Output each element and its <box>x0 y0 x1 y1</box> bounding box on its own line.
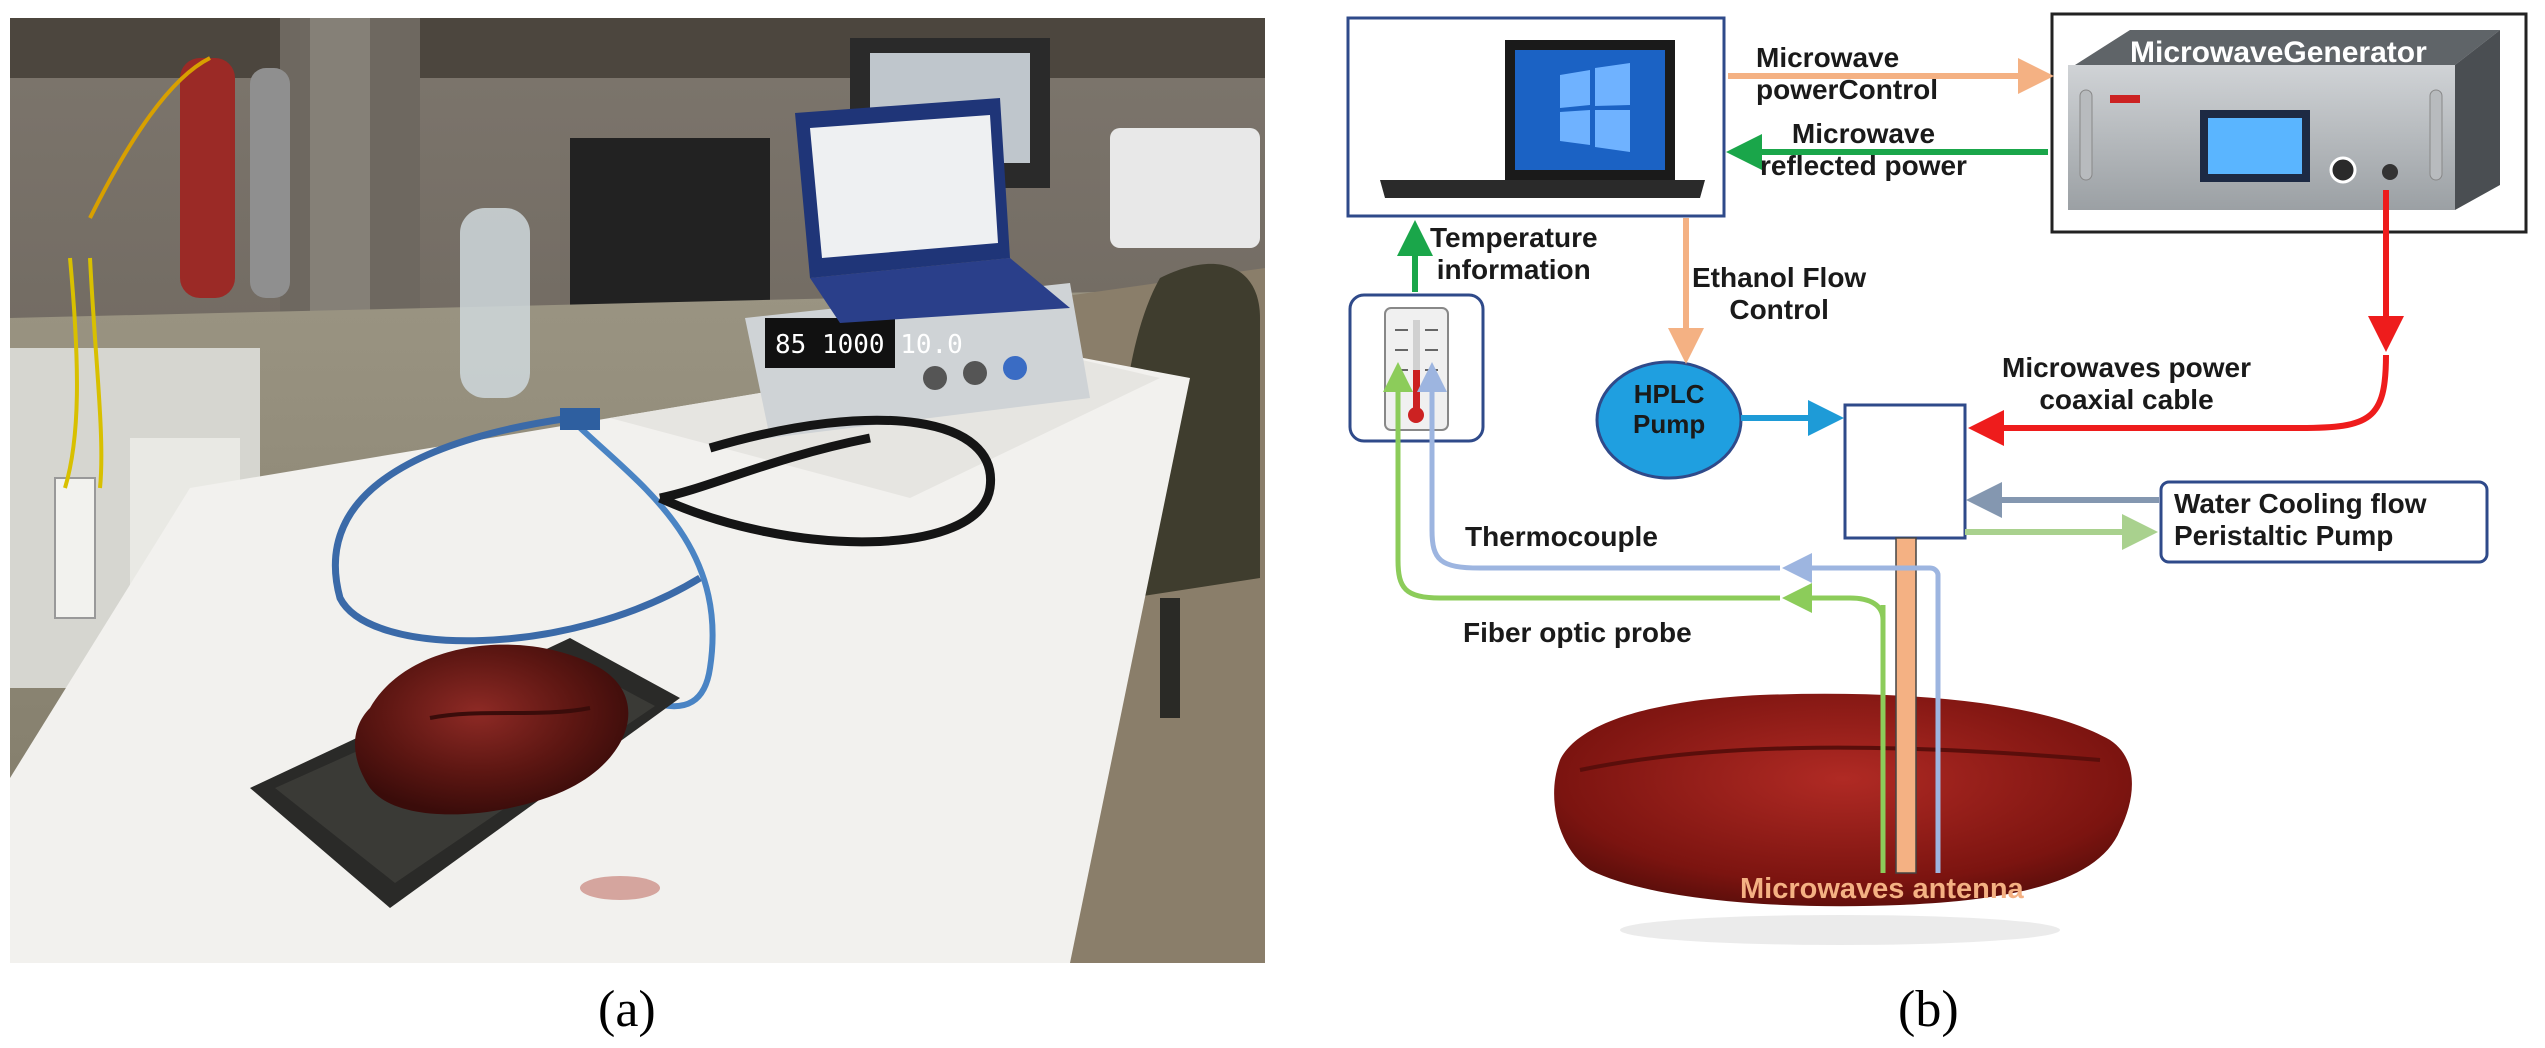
blue-cable <box>331 414 702 645</box>
label-power-control: Microwave powerControl <box>1756 42 1938 106</box>
panel-a-caption: (a) <box>598 981 656 1038</box>
glass-flask <box>460 208 530 398</box>
water-cooling-box <box>2159 480 2489 564</box>
label-hplc-pump: HPLC Pump <box>1633 379 1706 439</box>
thermometer-icon <box>1384 307 1449 431</box>
gas-cylinder-grey <box>250 68 290 298</box>
panel-a-photo: 85 1000 10.0 <box>10 18 1265 963</box>
thermocouple-line <box>1417 362 1780 571</box>
microwave-generator-icon <box>2068 30 2500 210</box>
thermocouple-arrow <box>1782 553 1941 583</box>
panel-b-caption: (b) <box>1898 981 1959 1038</box>
label-reflected-power: Microwave reflected power <box>1760 118 1967 182</box>
label-ethanol-flow: Ethanol Flow Control <box>1692 262 1867 326</box>
liver-sample <box>355 644 629 815</box>
arrow-coaxial-cable <box>1968 354 2389 446</box>
label-coaxial-cable: Microwaves power coaxial cable <box>2002 352 2251 416</box>
label-fiber-optic: Fiber optic probe <box>1463 617 1692 648</box>
label-water-cooling: Water Cooling flow Peristaltic Pump <box>2174 488 2427 552</box>
gas-cylinder-red <box>180 58 235 298</box>
reactor-box <box>1843 403 1967 540</box>
generator-display: 85 1000 10.0 <box>775 330 963 360</box>
cem-device <box>1110 128 1260 248</box>
label-antenna: Microwaves antenna <box>1740 873 2024 905</box>
label-thermocouple: Thermocouple <box>1465 521 1658 552</box>
laptop-icon <box>1380 40 1705 198</box>
fiber-optic-line <box>1383 362 1780 601</box>
meat-sample <box>1554 693 2132 945</box>
black-cable <box>658 415 996 547</box>
label-microwave-generator: MicrowaveGenerator <box>2130 36 2427 69</box>
microwave-antenna-rod <box>1895 537 1917 874</box>
label-temperature-info: Temperature information <box>1430 222 1598 286</box>
fiber-optic-arrow <box>1782 583 1886 621</box>
